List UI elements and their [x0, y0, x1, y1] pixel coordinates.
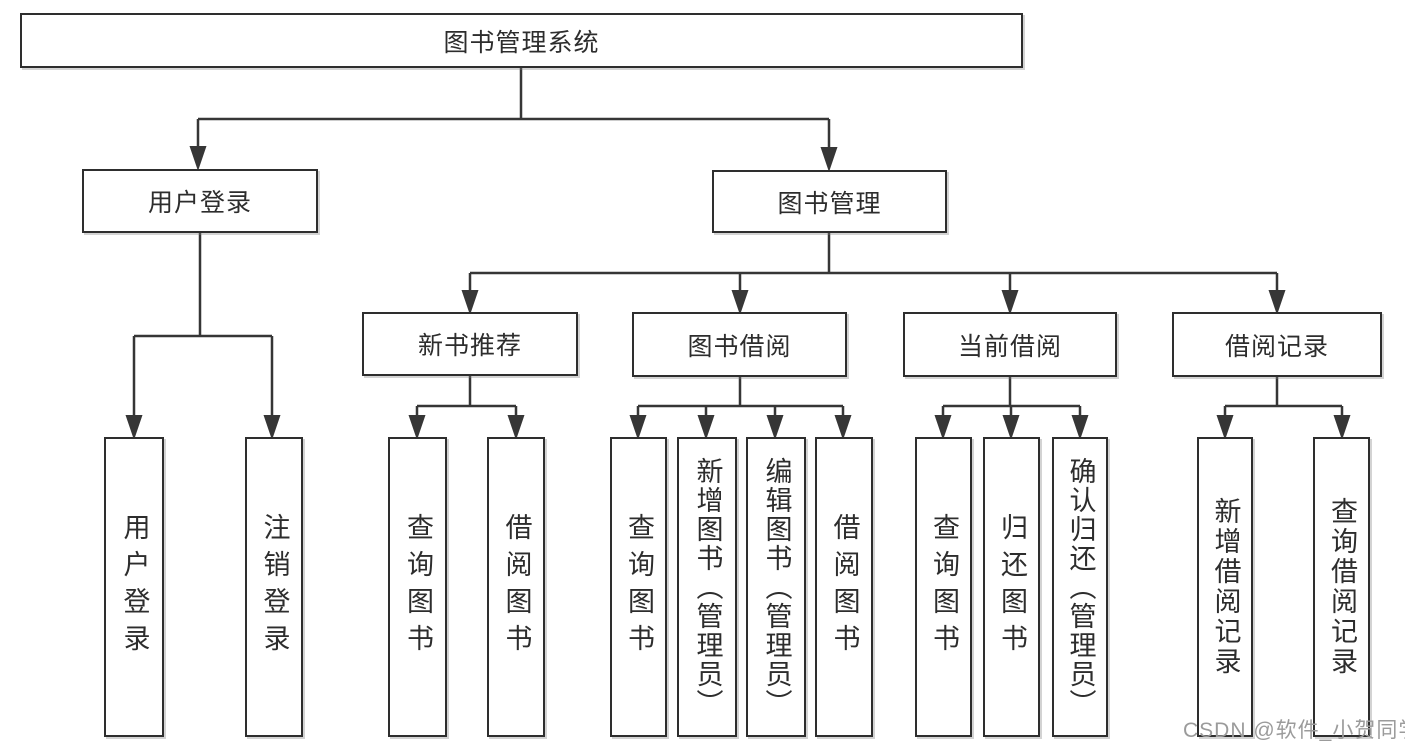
leaf-label: 编辑图书（管理员）: [761, 456, 792, 718]
leaf-edit-books-admin: 编辑图书（管理员）: [746, 437, 806, 737]
leaf-query-books-recommend: 查询图书: [388, 437, 447, 737]
leaf-label: 归还图书: [997, 513, 1027, 661]
leaf-label: 查询借阅记录: [1327, 497, 1357, 677]
node-library-system: 图书管理系统: [20, 13, 1023, 68]
leaf-query-books-current: 查询图书: [915, 437, 972, 737]
node-user-login: 用户登录: [82, 169, 318, 233]
leaf-add-books-admin: 新增图书（管理员）: [677, 437, 737, 737]
connector-segments: [132, 68, 1344, 417]
node-label: 当前借阅: [957, 332, 1062, 361]
node-book-management: 图书管理: [712, 170, 947, 233]
watermark: CSDN @软件_小贺同学: [1183, 719, 1405, 742]
leaf-query-books-borrowing: 查询图书: [610, 437, 667, 737]
leaf-label: 查询图书: [624, 513, 654, 661]
leaf-query-borrow-record: 查询借阅记录: [1313, 437, 1370, 737]
node-borrowing-records: 借阅记录: [1172, 312, 1382, 377]
leaf-borrow-books-recommend: 借阅图书: [487, 437, 545, 737]
leaf-label: 注销登录: [259, 513, 290, 661]
leaf-label: 用户登录: [119, 513, 150, 661]
leaf-label: 借阅图书: [501, 513, 532, 661]
leaf-label: 查询图书: [403, 513, 433, 661]
node-current-borrowing: 当前借阅: [903, 312, 1117, 377]
leaf-label: 借阅图书: [829, 513, 860, 661]
leaf-return-books: 归还图书: [983, 437, 1040, 737]
leaf-borrow-books: 借阅图书: [815, 437, 873, 737]
node-label: 图书借阅: [687, 332, 792, 361]
node-label: 图书管理: [777, 189, 882, 218]
leaf-confirm-return-admin: 确认归还（管理员）: [1052, 437, 1108, 737]
leaf-label: 新增借阅记录: [1210, 497, 1241, 677]
node-label: 用户登录: [147, 189, 252, 217]
leaf-label: 查询图书: [929, 513, 959, 661]
node-book-borrowing: 图书借阅: [632, 312, 847, 377]
leaf-label: 确认归还（管理员）: [1065, 456, 1096, 718]
arrow-heads: [125, 146, 1351, 440]
node-label: 借阅记录: [1224, 332, 1329, 361]
node-new-book-recommend: 新书推荐: [362, 312, 578, 376]
leaf-user-login: 用户登录: [104, 437, 164, 737]
leaf-add-borrow-record: 新增借阅记录: [1197, 437, 1253, 737]
leaf-logout: 注销登录: [245, 437, 303, 737]
node-label: 图书管理系统: [443, 28, 600, 57]
leaf-label: 新增图书（管理员）: [692, 456, 723, 718]
node-label: 新书推荐: [417, 332, 522, 360]
